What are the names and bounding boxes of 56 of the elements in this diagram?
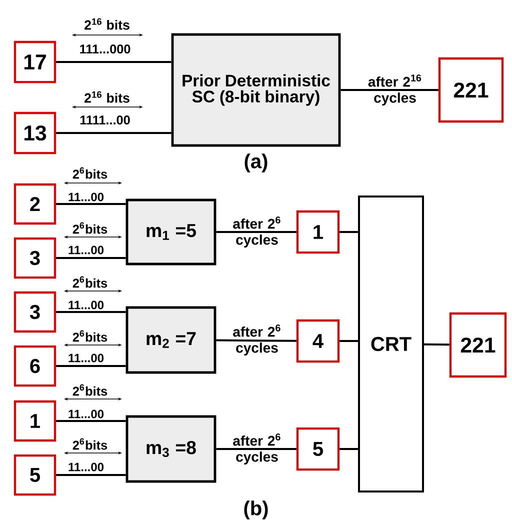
process-box: m$_{2}$ =7 [126, 306, 216, 374]
value-box: 2 [14, 183, 56, 225]
dimension-label: 2$^{16}$ bits [84, 91, 130, 103]
value-box: 13 [14, 112, 56, 154]
dimension-label: 2$^{6}$bits [72, 438, 108, 450]
edge-label: 11...00 [68, 300, 104, 310]
value-box: 1 [296, 210, 340, 254]
dimension-label: 2$^{6}$bits [72, 167, 108, 179]
value-box: 4 [296, 319, 340, 363]
value-box: 17 [14, 40, 56, 84]
edge-label: 11...00 [68, 410, 104, 418]
edge-label: after 2$^{6}$ cycles [233, 324, 280, 356]
connector-line [56, 257, 126, 259]
crt-box: CRT [358, 196, 424, 492]
dimension-label: 2$^{6}$bits [72, 276, 108, 288]
connector-line [56, 61, 172, 63]
panel-caption: (a) [244, 154, 268, 172]
connector-line [56, 420, 126, 422]
connector-line [340, 340, 358, 342]
value-box: 3 [14, 291, 56, 333]
dimension-label: 2$^{6}$bits [72, 330, 108, 342]
edge-label: 11...00 [68, 354, 104, 362]
process-box: Prior Deterministic SC (8-bit binary) [171, 33, 341, 147]
connector-line [56, 203, 126, 205]
dimension-label: 2$^{6}$bits [72, 222, 108, 234]
value-box: 5 [14, 454, 56, 496]
dimension-label: 2$^{6}$bits [72, 384, 108, 396]
process-box: m$_{3}$ =8 [126, 415, 216, 483]
dimension-label: 2$^{16}$ bits [84, 18, 130, 30]
connector-line [424, 343, 450, 346]
edge-label: 111...000 [80, 44, 130, 54]
connector-line [216, 231, 296, 233]
process-box: m$_{1}$ =5 [126, 198, 216, 266]
connector-line [216, 339, 296, 342]
value-box: 5 [296, 427, 340, 471]
value-box: 6 [14, 345, 56, 387]
connector-line [216, 448, 296, 450]
edge-label: 11...00 [68, 192, 104, 202]
value-box: 3 [14, 237, 56, 279]
connector-line [340, 448, 358, 450]
edge-label: after 2$^{16}$ cycles [368, 74, 422, 106]
edge-label: after 2$^{6}$ cycles [233, 433, 280, 465]
connector-line [340, 231, 358, 233]
connector-line [56, 132, 172, 134]
edge-label: 11...00 [68, 246, 104, 254]
edge-label: 1111...00 [80, 116, 130, 124]
panel-caption: (b) [244, 500, 268, 520]
edge-label: 11...00 [68, 462, 104, 472]
value-box: 221 [438, 57, 504, 123]
connector-line [340, 89, 438, 91]
connector-line [56, 311, 126, 313]
value-box: 221 [449, 312, 507, 378]
value-box: 1 [14, 400, 56, 442]
connector-line [56, 365, 126, 367]
edge-label: after 2$^{6}$ cycles [233, 216, 280, 248]
connector-line [56, 474, 126, 476]
